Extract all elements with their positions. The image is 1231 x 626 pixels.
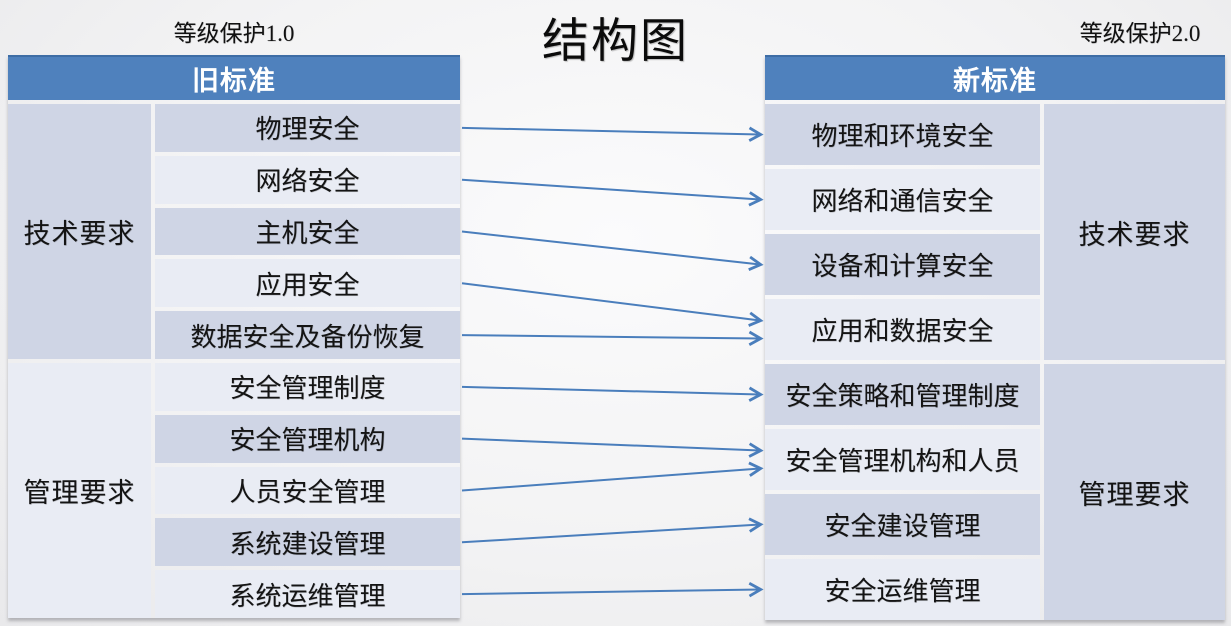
new-item-3: 应用和数据安全 [765,299,1040,360]
old-table-header: 旧标准 [8,55,460,100]
old-item-9: 系统运维管理 [155,570,460,618]
mapping-arrow-8-to-6 [461,525,760,544]
old-item-2: 主机安全 [155,207,460,256]
new-table-header: 新标准 [765,55,1225,100]
old-category-0: 技术要求 [8,104,151,359]
new-items-column: 物理和环境安全网络和通信安全设备和计算安全应用和数据安全安全策略和管理制度安全管… [765,104,1040,620]
old-category-column: 技术要求管理要求 [8,104,151,618]
mapping-arrow-4-to-3 [461,335,760,338]
new-category-0: 技术要求 [1044,104,1225,360]
old-standard-version-label: 等级保护1.0 [173,21,295,46]
mapping-arrow-9-to-7 [461,590,760,595]
mapping-arrow-6-to-5 [461,437,760,451]
mapping-arrow-2-to-2 [461,230,760,264]
new-standard-version-label: 等级保护2.0 [1079,21,1201,46]
old-item-0: 物理安全 [155,104,460,152]
old-item-6: 安全管理机构 [155,414,460,463]
old-item-4: 数据安全及备份恢复 [155,311,460,359]
old-item-7: 人员安全管理 [155,466,460,515]
old-item-3: 应用安全 [155,259,460,308]
old-item-8: 系统建设管理 [155,518,460,567]
new-standard-table: 新标准 物理和环境安全网络和通信安全设备和计算安全应用和数据安全安全策略和管理制… [765,55,1225,620]
old-category-1: 管理要求 [8,363,151,618]
new-item-4: 安全策略和管理制度 [765,364,1040,425]
new-category-1: 管理要求 [1044,364,1225,620]
mapping-arrow-3-to-3 [461,282,760,320]
new-item-1: 网络和通信安全 [765,169,1040,230]
new-category-column: 技术要求管理要求 [1044,104,1225,620]
new-item-6: 安全建设管理 [765,494,1040,555]
new-item-7: 安全运维管理 [765,559,1040,620]
old-standard-table: 旧标准 技术要求管理要求 物理安全网络安全主机安全应用安全数据安全及备份恢复安全… [8,55,460,618]
old-item-1: 网络安全 [155,155,460,204]
mapping-arrow-5-to-4 [461,385,760,395]
new-table-body: 物理和环境安全网络和通信安全设备和计算安全应用和数据安全安全策略和管理制度安全管… [765,104,1225,620]
mapping-arrow-7-to-5 [461,469,760,492]
new-item-0: 物理和环境安全 [765,104,1040,165]
mapping-arrow-0-to-0 [461,128,760,135]
new-item-5: 安全管理机构和人员 [765,429,1040,490]
mapping-arrow-1-to-1 [461,178,760,200]
new-item-2: 设备和计算安全 [765,234,1040,295]
old-item-5: 安全管理制度 [155,362,460,411]
old-items-column: 物理安全网络安全主机安全应用安全数据安全及备份恢复安全管理制度安全管理机构人员安… [155,104,460,618]
page-title: 结构图 [542,16,689,68]
old-table-body: 技术要求管理要求 物理安全网络安全主机安全应用安全数据安全及备份恢复安全管理制度… [8,104,460,618]
